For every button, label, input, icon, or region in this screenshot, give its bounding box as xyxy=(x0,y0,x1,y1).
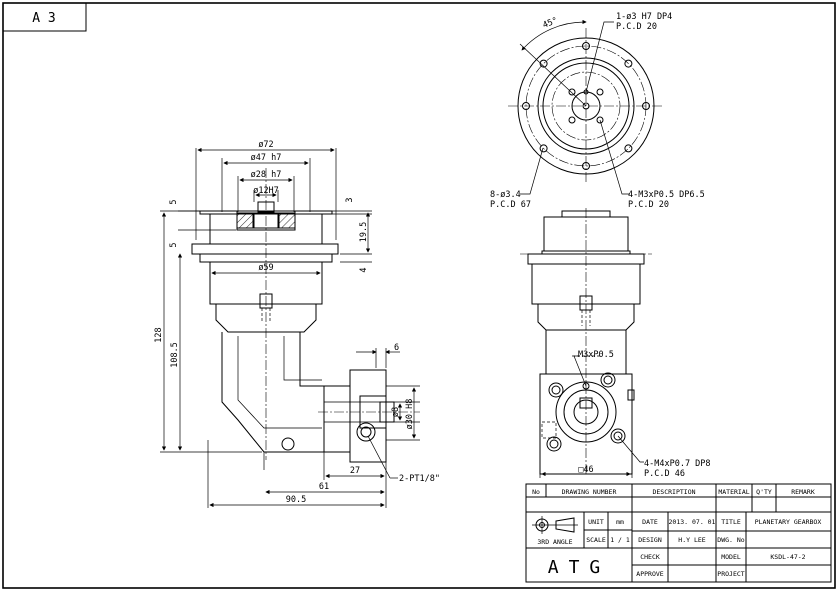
note-hole1-b: P.C.D 20 xyxy=(616,22,657,32)
dim-w27: 27 xyxy=(350,466,360,476)
note-hole4-b: P.C.D 20 xyxy=(628,200,669,210)
dim-d12: ø12H7 xyxy=(253,186,279,196)
note-hole8-a: 8-ø3.4 xyxy=(490,190,521,200)
tb-scale-value: 1 / 1 xyxy=(610,536,630,544)
dim-d47: ø47 h7 xyxy=(251,153,282,163)
tb-project-label: PROJECT xyxy=(717,570,744,578)
tb-unit-value: mm xyxy=(616,518,624,526)
dim-h19-5: 19.5 xyxy=(359,222,369,242)
tb-title-value: PLANETARY GEARBOX xyxy=(755,518,822,526)
tb-date-value: 2013. 07. 01 xyxy=(669,518,716,526)
dim-h4: 4 xyxy=(359,267,369,272)
dim-h5b: 5 xyxy=(169,242,179,247)
tb-model-label: MODEL xyxy=(721,553,741,561)
tb-header-remark: REMARK xyxy=(791,488,815,496)
tb-model-value: KSDL-47-2 xyxy=(770,553,805,561)
note-pt: 2-PT1/8" xyxy=(399,474,440,484)
tb-check-label: CHECK xyxy=(640,553,660,561)
title-block: No DRAWING NUMBER DESCRIPTION MATERIAL Q… xyxy=(525,483,832,583)
third-angle-symbol-icon xyxy=(532,516,578,534)
tb-design-label: DESIGN xyxy=(638,536,662,544)
dim-h128: 128 xyxy=(154,327,164,342)
sheet-size-label: A 3 xyxy=(32,11,55,26)
dim-d72: ø72 xyxy=(258,140,273,150)
tb-title-label: TITLE xyxy=(721,518,741,526)
dim-d28: ø28 h7 xyxy=(251,170,282,180)
dim-w61: 61 xyxy=(319,482,329,492)
company-logo: ATG xyxy=(548,557,611,578)
tb-date-label: DATE xyxy=(642,518,658,526)
dim-h3: 3 xyxy=(345,197,355,202)
note-m3: M3xP0.5 xyxy=(578,350,614,360)
dim-d30: ø30 H8 xyxy=(405,399,415,430)
angle-45: 45° xyxy=(541,16,559,31)
tb-third-angle: 3RD ANGLE xyxy=(537,538,572,546)
tb-design-value: H.Y LEE xyxy=(678,536,705,544)
note-m4-a: 4-M4xP0.7 DP8 xyxy=(644,459,711,469)
tb-approve-label: APPROVE xyxy=(636,570,663,578)
tb-header-description: DESCRIPTION xyxy=(652,488,695,496)
tb-header-material: MATERIAL xyxy=(718,488,749,496)
tb-header-no: No xyxy=(532,488,540,496)
top-view: 45° 1-ø3 H7 DP4 P.C.D 20 8-ø3.4 P.C.D 67… xyxy=(490,12,705,210)
tb-unit-label: UNIT xyxy=(588,518,604,526)
dim-w6: 6 xyxy=(394,343,399,353)
side-view: M3xP0.5 □46 4-M4xP0.7 DP8 P.C.D 46 xyxy=(520,208,711,479)
dim-sq46: □46 xyxy=(578,465,593,475)
tb-header-drawing-number: DRAWING NUMBER xyxy=(562,488,617,496)
note-m4-b: P.C.D 46 xyxy=(644,469,685,479)
dim-d59: ø59 xyxy=(258,263,273,273)
note-hole1-a: 1-ø3 H7 DP4 xyxy=(616,12,672,22)
dim-d8: ø8 xyxy=(391,407,401,417)
note-hole4-a: 4-M3xP0.5 DP6.5 xyxy=(628,190,705,200)
dim-h108-5: 108.5 xyxy=(170,342,180,368)
tb-scale-label: SCALE xyxy=(586,536,606,544)
note-hole8-b: P.C.D 67 xyxy=(490,200,531,210)
dim-h5a: 5 xyxy=(169,199,179,204)
tb-dwg-label: DWG. No xyxy=(717,536,744,544)
dim-w90-5: 90.5 xyxy=(286,495,306,505)
tb-header-qty: Q'TY xyxy=(756,488,772,496)
sheet-size-box xyxy=(2,2,87,32)
front-view: ø72 ø47 h7 ø28 h7 ø12H7 ø59 5 5 128 108.… xyxy=(154,140,440,508)
